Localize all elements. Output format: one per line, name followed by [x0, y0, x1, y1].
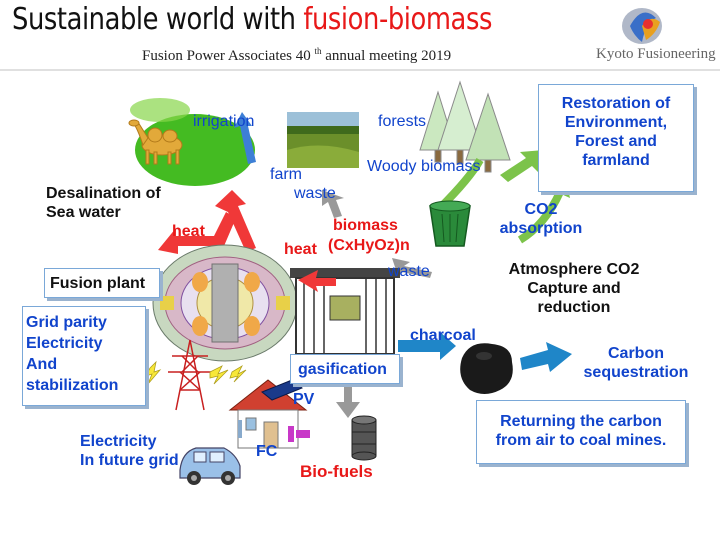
heat-arrow-up — [215, 190, 256, 252]
label-forests: forests — [378, 113, 427, 130]
farm-photo — [287, 112, 359, 168]
farm-waste-arrow — [322, 190, 344, 218]
label-biomass: biomass — [333, 217, 398, 234]
grid-parity-box — [22, 306, 146, 406]
subtitle-sup: th — [314, 46, 322, 56]
label-gasification: gasification — [298, 361, 387, 378]
camel-icon — [128, 119, 183, 165]
meter-icon — [238, 420, 242, 438]
label-atmosphere: Atmosphere CO2 Capture and reduction — [508, 261, 640, 316]
water-arrow — [234, 112, 256, 164]
waste-bin-icon — [429, 200, 471, 247]
title-part1: Sustainable world with — [12, 2, 304, 37]
returning-box — [476, 400, 686, 464]
logo-text: Kyoto Fusioneering — [596, 46, 716, 62]
label-returning: Returning the carbon from air to coal mi… — [495, 413, 667, 449]
label-irrigation: irrigation — [193, 113, 255, 130]
heat-arrow-left — [158, 212, 236, 254]
gasification-box — [290, 354, 400, 384]
label-electricity: Electricity In future grid — [80, 433, 179, 469]
kyoto-fusioneering-logo — [622, 8, 662, 44]
subtitle: Fusion Power Associates 40 th annual mee… — [142, 46, 451, 65]
label-grid-parity: Grid parity Electricity And stabilizatio… — [26, 314, 119, 394]
green-arrow-atmosphere — [517, 190, 564, 244]
fusion-plant-box — [44, 268, 160, 298]
tokamak-icon — [152, 244, 298, 362]
subtitle-rest: annual meeting 2019 — [321, 48, 452, 64]
charcoal-icon — [460, 343, 513, 394]
forest-trees-icon — [419, 80, 511, 173]
charcoal-arrow — [398, 332, 456, 360]
label-waste: waste — [388, 263, 430, 280]
heat-arrow-reactor — [298, 270, 336, 292]
label-heat-left: heat — [172, 223, 205, 240]
title-part2: fusion-biomass — [303, 2, 492, 37]
page-title: Sustainable world with fusion-biomass — [12, 2, 492, 37]
label-woody-biomass: Woody biomass — [367, 158, 481, 175]
label-biomass-formula: (CxHyOz)n — [328, 237, 410, 254]
restoration-box — [538, 84, 694, 192]
label-bio-fuels: Bio-fuels — [300, 462, 373, 481]
label-co2-absorption: CO2 absorption — [499, 201, 583, 237]
label-fc: FC — [256, 443, 278, 460]
label-fusion-plant: Fusion plant — [50, 275, 146, 292]
car-icon — [179, 447, 241, 485]
label-carbon-sequestration: Carbon sequestration — [583, 345, 689, 381]
subtitle-org: Fusion Power Associates 40 — [142, 48, 311, 64]
label-waste-farm: waste — [294, 185, 336, 202]
power-tower-icon — [168, 339, 212, 411]
waste-arrow — [392, 258, 432, 278]
solar-panel-icon — [261, 379, 303, 401]
fuel-cell-icon — [288, 426, 310, 442]
label-charcoal: charcoal — [410, 327, 476, 344]
label-pv: PV — [293, 391, 315, 408]
lightning-icon — [145, 360, 247, 385]
label-farm: farm — [270, 166, 302, 183]
label-desalination: Desalination of Sea water — [46, 185, 161, 221]
fuel-barrel-icon — [351, 415, 377, 461]
sequestration-arrow — [520, 342, 572, 372]
label-restoration: Restoration of Environment, Forest and f… — [561, 95, 671, 169]
green-arrow-restoration — [500, 150, 544, 182]
label-heat-center: heat — [284, 241, 317, 258]
biofuel-arrow — [336, 382, 360, 418]
